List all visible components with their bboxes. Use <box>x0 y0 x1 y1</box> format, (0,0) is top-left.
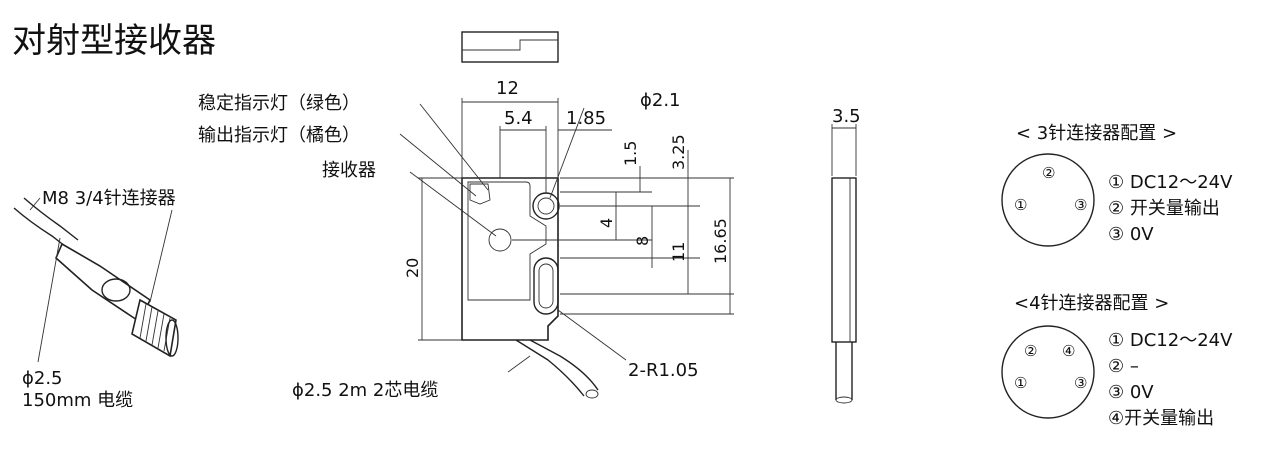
stable-indicator-label: 稳定指示灯（绿色） <box>198 93 360 114</box>
pin4-pin-1: ① <box>1014 374 1027 392</box>
pin4-title: <4针连接器配置 > <box>1014 293 1169 314</box>
dim-5-4: 5.4 <box>504 108 533 129</box>
dim-8: 8 <box>633 236 652 246</box>
dim-3-5: 3.5 <box>832 106 861 127</box>
output-indicator-label: 输出指示灯（橘色） <box>198 125 360 146</box>
pin4-connector-face <box>1001 325 1095 419</box>
dim-20: 20 <box>403 258 422 278</box>
bottom-cable-label: ϕ2.5 2m 2芯电缆 <box>292 380 438 401</box>
receiver-label: 接收器 <box>322 160 376 181</box>
dim-1-5: 1.5 <box>621 141 640 166</box>
pin4-pin-4: ④ <box>1062 342 1075 360</box>
dim-phi-2-1: ϕ2.1 <box>640 90 681 111</box>
pin4-pin-2: ② <box>1024 342 1037 360</box>
pin3-pin-2: ② <box>1042 164 1055 182</box>
sensor-top-view <box>461 31 559 63</box>
pin3-line-2: ② 开关量输出 <box>1108 198 1220 219</box>
dim-3-25: 3.25 <box>669 134 688 170</box>
pin4-line-3: ③ 0V <box>1108 382 1154 403</box>
pin4-pin-3: ③ <box>1074 374 1087 392</box>
pin4-line-1: ① DC12～24V <box>1108 330 1233 351</box>
pin4-line-4: ④开关量输出 <box>1108 408 1214 429</box>
page-title: 对射型接收器 <box>12 21 216 61</box>
connector-label: M8 3/4针连接器 <box>42 188 176 209</box>
pin3-pin-3: ③ <box>1074 196 1087 214</box>
pin4-line-2: ② – <box>1108 356 1139 377</box>
pin3-pin-1: ① <box>1014 196 1027 214</box>
pin3-connector-face <box>1001 153 1095 247</box>
pin3-title: < 3针连接器配置 > <box>1016 123 1177 144</box>
cable-length-label: 150mm 电缆 <box>22 390 133 411</box>
radius-label: 2-R1.05 <box>628 360 699 381</box>
pin3-line-3: ③ 0V <box>1108 224 1154 245</box>
dimension-lines <box>418 98 857 341</box>
dim-4: 4 <box>597 218 616 228</box>
dim-11: 11 <box>669 242 688 262</box>
sensor-front-view <box>399 103 627 399</box>
sensor-side-view <box>831 177 857 404</box>
dim-1-85: 1.85 <box>566 108 606 129</box>
cable-diameter-label: ϕ2.5 <box>22 368 63 389</box>
connector-cable-drawing <box>13 197 179 363</box>
dim-16-65: 16.65 <box>711 218 730 264</box>
dim-12: 12 <box>496 78 519 99</box>
pin3-line-1: ① DC12～24V <box>1108 172 1233 193</box>
